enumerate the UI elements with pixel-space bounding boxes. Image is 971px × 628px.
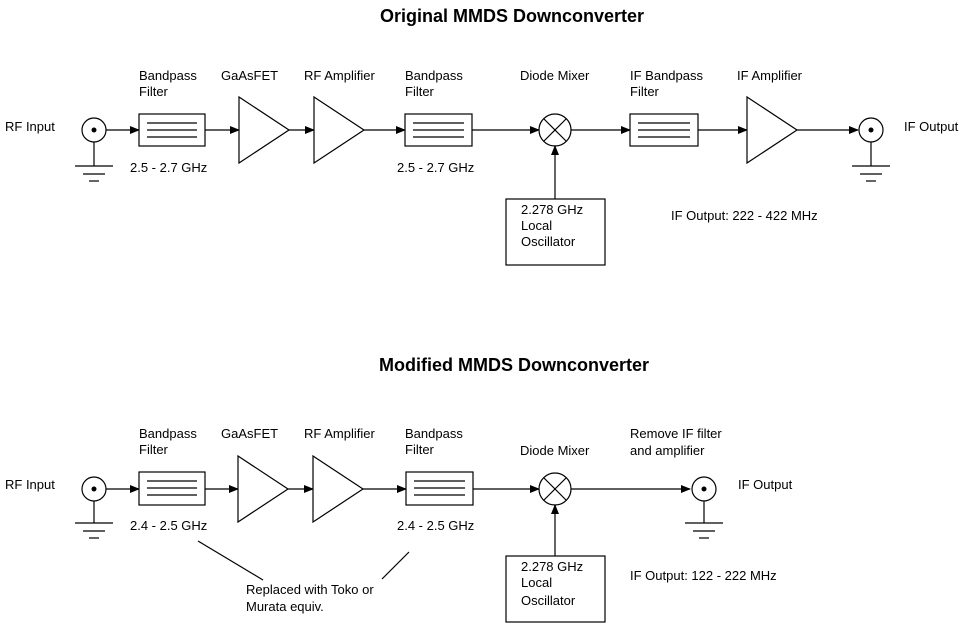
original-if-bandpass-filter bbox=[629, 113, 699, 147]
modified-replaced-note-1: Replaced with Toko or bbox=[246, 582, 374, 597]
original-bpf2-label-2: Filter bbox=[405, 84, 435, 99]
original-rf-input-connector bbox=[75, 117, 113, 182]
original-diode-mixer bbox=[538, 113, 572, 147]
original-bpf1-label-2: Filter bbox=[139, 84, 169, 99]
original-if-output-range: IF Output: 222 - 422 MHz bbox=[671, 208, 818, 223]
modified-bpf2-range: 2.4 - 2.5 GHz bbox=[397, 518, 474, 533]
modified-title: Modified MMDS Downconverter bbox=[379, 355, 649, 375]
original-lo-line-1: 2.278 GHz bbox=[521, 202, 583, 217]
modified-mixer-label: Diode Mixer bbox=[520, 443, 590, 458]
original-if-amp-label: IF Amplifier bbox=[737, 68, 803, 83]
original-rf-input-label: RF Input bbox=[5, 119, 55, 134]
modified-bpf2-label-1: Bandpass bbox=[405, 426, 463, 441]
modified-gaasfet-amplifier bbox=[237, 454, 290, 524]
original-if-bpf-label-2: Filter bbox=[630, 84, 660, 99]
original-rf-amplifier bbox=[313, 95, 366, 165]
original-gaasfet-amplifier bbox=[238, 95, 291, 165]
modified-remove-note-1: Remove IF filter bbox=[630, 426, 722, 441]
modified-rf-input-connector bbox=[75, 476, 113, 539]
original-if-amplifier bbox=[746, 95, 799, 165]
modified-rf-amp-label: RF Amplifier bbox=[304, 426, 375, 441]
modified-bandpass-filter-2 bbox=[405, 471, 474, 506]
modified-replaced-pointer-left bbox=[197, 540, 264, 581]
original-if-output-connector bbox=[852, 117, 890, 182]
original-if-output-label: IF Output bbox=[904, 119, 959, 134]
modified-if-output-range: IF Output: 122 - 222 MHz bbox=[630, 568, 777, 583]
original-local-oscillator bbox=[505, 198, 606, 266]
modified-lo-line-1: 2.278 GHz bbox=[521, 559, 583, 574]
modified-replaced-note-2: Murata equiv. bbox=[246, 599, 324, 614]
modified-diode-mixer bbox=[538, 472, 572, 506]
modified-rf-amplifier bbox=[312, 454, 365, 524]
original-diagram: Original MMDS Downconverter RF Input Ban… bbox=[5, 6, 959, 266]
modified-if-output-label: IF Output bbox=[738, 477, 793, 492]
modified-bpf1-range: 2.4 - 2.5 GHz bbox=[130, 518, 207, 533]
modified-if-output-connector bbox=[685, 476, 723, 539]
original-title: Original MMDS Downconverter bbox=[380, 6, 644, 26]
original-mixer-label: Diode Mixer bbox=[520, 68, 590, 83]
original-bandpass-filter-2 bbox=[404, 113, 473, 147]
original-lo-line-2: Local bbox=[521, 218, 552, 233]
original-bpf1-label-1: Bandpass bbox=[139, 68, 197, 83]
original-bandpass-filter-1 bbox=[138, 113, 206, 147]
modified-lo-line-3: Oscillator bbox=[521, 593, 576, 608]
modified-replaced-pointer-right bbox=[381, 551, 410, 580]
original-lo-line-3: Oscillator bbox=[521, 234, 576, 249]
modified-bpf1-label-1: Bandpass bbox=[139, 426, 197, 441]
modified-bandpass-filter-1 bbox=[138, 471, 206, 506]
modified-bpf1-label-2: Filter bbox=[139, 442, 169, 457]
original-gaasfet-label: GaAsFET bbox=[221, 68, 278, 83]
original-bpf2-range: 2.5 - 2.7 GHz bbox=[397, 160, 474, 175]
modified-diagram: Modified MMDS Downconverter RF Input Ban… bbox=[5, 355, 793, 623]
original-if-bpf-label-1: IF Bandpass bbox=[630, 68, 703, 83]
modified-gaasfet-label: GaAsFET bbox=[221, 426, 278, 441]
original-bpf2-label-1: Bandpass bbox=[405, 68, 463, 83]
original-rf-amp-label: RF Amplifier bbox=[304, 68, 375, 83]
modified-remove-note-2: and amplifier bbox=[630, 443, 705, 458]
modified-bpf2-label-2: Filter bbox=[405, 442, 435, 457]
modified-lo-line-2: Local bbox=[521, 575, 552, 590]
original-bpf1-range: 2.5 - 2.7 GHz bbox=[130, 160, 207, 175]
modified-local-oscillator bbox=[505, 555, 606, 623]
modified-rf-input-label: RF Input bbox=[5, 477, 55, 492]
